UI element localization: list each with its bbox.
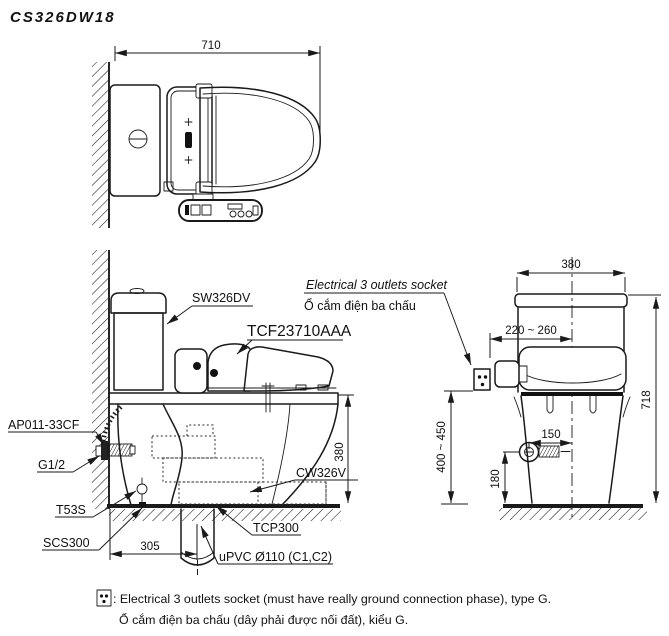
panel-button — [201, 204, 212, 216]
dim-710-text: 710 — [201, 40, 220, 52]
dim-rough-in: 305 — [109, 509, 198, 560]
washlet-plan — [166, 86, 213, 195]
washlet-rear — [518, 346, 627, 414]
svg-text:Ổ cắm điện ba chấu: Ổ cắm điện ba chấu — [304, 298, 416, 313]
power-plug — [494, 360, 528, 388]
dim-socket-offset: 220 ~ 260 — [489, 325, 572, 358]
dim-socket-height-text: 400 ~ 450 — [436, 421, 448, 472]
washlet-side — [174, 343, 337, 413]
label-stop-valve: AP011-33CF — [8, 418, 105, 446]
dim-valve-offset-text: 150 — [541, 429, 560, 441]
bowl-rear — [513, 395, 631, 504]
svg-text:SW326DV: SW326DV — [192, 291, 251, 305]
dim-valve-height: 180 — [490, 451, 520, 503]
socket-icon — [473, 368, 491, 391]
svg-text:AP011-33CF: AP011-33CF — [8, 418, 80, 432]
trapway-hidden-lines — [151, 424, 327, 505]
drawing-title: CS326DW18 — [10, 9, 116, 26]
label-socket: Electrical 3 outlets socket Ổ cắm điện b… — [304, 278, 472, 366]
panel-button — [237, 210, 245, 218]
dim-valve-offset: 150 — [528, 429, 572, 449]
label-bolt: T53S — [55, 490, 137, 518]
svg-text:CW326V: CW326V — [296, 466, 347, 480]
tank-notch — [163, 181, 174, 192]
tank-plan — [109, 84, 161, 197]
wall-hatch-side — [92, 250, 109, 509]
dim-total-height: 718 — [628, 294, 661, 503]
floor-hatch-rear — [499, 508, 647, 520]
dim-710: 710 — [114, 40, 321, 138]
panel-button — [229, 210, 237, 218]
panel-button — [252, 205, 259, 216]
panel-button — [190, 204, 201, 216]
dim-seat-height: 380 — [334, 394, 354, 503]
floor-hatch-side — [109, 509, 341, 521]
footnote-line1: : Electrical 3 outlets socket (must have… — [113, 592, 551, 606]
bowl-side — [117, 403, 339, 506]
dim-total-height-text: 718 — [641, 390, 653, 409]
label-screw: SCS300 — [42, 507, 143, 551]
svg-text:TCP300: TCP300 — [253, 521, 299, 535]
label-tank: SW326DV — [166, 291, 253, 325]
svg-text:T53S: T53S — [56, 503, 86, 517]
label-washlet: TCF23710AAA — [236, 323, 352, 355]
footnote: : Electrical 3 outlets socket (must have… — [96, 589, 551, 627]
dim-socket-height: 400 ~ 450 — [436, 390, 473, 505]
tank-side — [110, 288, 167, 391]
dim-seat-height-text: 380 — [334, 442, 346, 461]
flush-button-icon — [128, 129, 148, 149]
stop-valve-side — [95, 441, 136, 460]
side-view: 380 305 SW326DV TCF23710AAA Electrical 3… — [8, 250, 472, 578]
wall-hatch-top — [92, 62, 109, 228]
panel-button — [245, 210, 253, 218]
hinge-top — [195, 83, 213, 99]
dim-socket-offset-text: 220 ~ 260 — [505, 325, 556, 337]
top-view: 710 — [92, 40, 321, 228]
dim-rear-width: 380 — [516, 259, 626, 292]
label-pipe: uPVC Ø110 (C1,C2) — [200, 525, 333, 565]
label-flange: TCP300 — [215, 505, 301, 536]
footnote-line2: Ổ cắm điện ba chấu (dây phải được nối đấ… — [119, 612, 408, 627]
panel-display — [227, 203, 243, 210]
label-thread: G1/2 — [37, 455, 100, 473]
svg-text:uPVC Ø110 (C1,C2): uPVC Ø110 (C1,C2) — [219, 550, 332, 564]
label-bowl: CW326V — [249, 466, 358, 493]
bowl-rim-ledge — [108, 392, 339, 405]
svg-text:Electrical 3 outlets socket: Electrical 3 outlets socket — [306, 278, 448, 292]
socket-icon-legend — [96, 589, 112, 607]
svg-text:TCF23710AAA: TCF23710AAA — [247, 323, 352, 340]
dim-valve-height-text: 180 — [490, 469, 502, 488]
svg-text:SCS300: SCS300 — [43, 536, 90, 550]
svg-text:G1/2: G1/2 — [38, 458, 65, 472]
dim-rear-width-text: 380 — [561, 259, 580, 271]
rear-view: 380 220 ~ 260 718 400 ~ 450 150 — [436, 257, 661, 520]
floor-bolt — [136, 477, 148, 509]
dim-rough-in-text: 305 — [140, 541, 159, 553]
panel-button — [185, 205, 189, 215]
control-panel — [178, 193, 263, 222]
seat-lid-plan — [199, 86, 321, 194]
